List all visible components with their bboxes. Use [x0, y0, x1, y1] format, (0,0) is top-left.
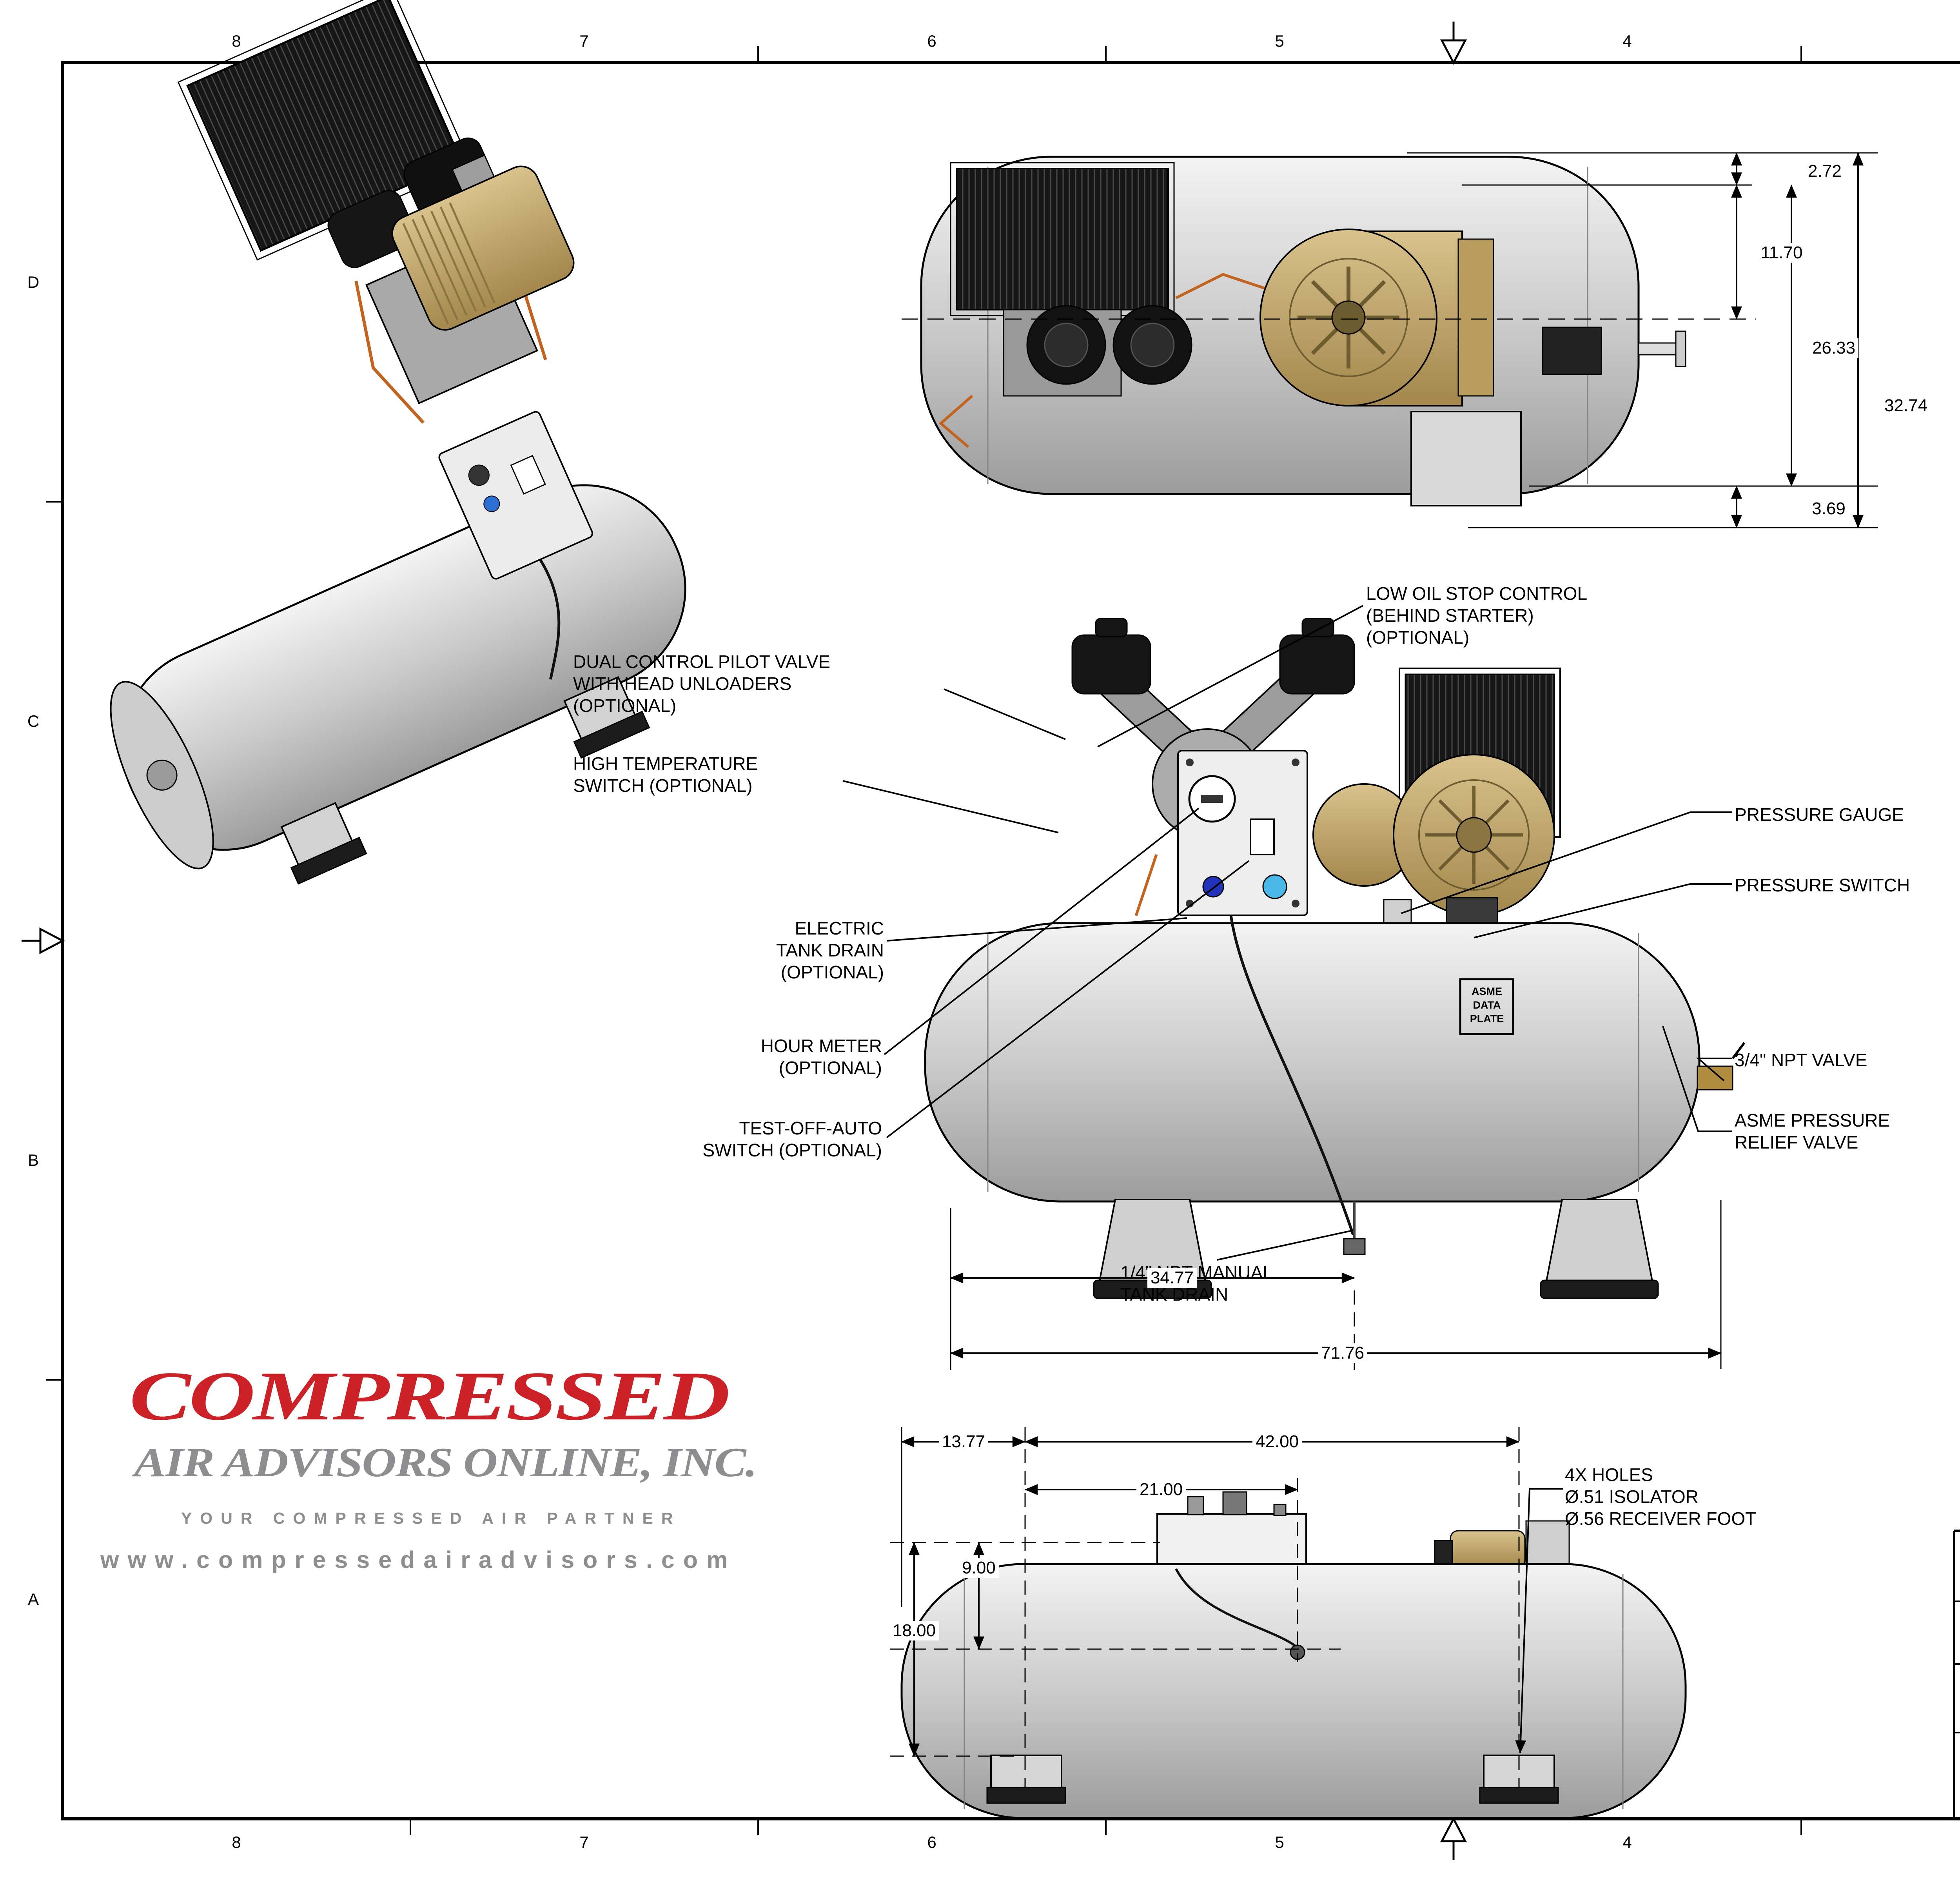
- logo-air-advisors: AIR ADVISORS ONLINE, INC.: [134, 1439, 757, 1485]
- callout-pressure-switch: PRESSURE SWITCH: [1735, 875, 1910, 895]
- callout-electric-tank-drain: ELECTRIC TANK DRAIN (OPTIONAL): [776, 918, 884, 983]
- dim-bottom-42-00: 42.00: [1252, 1432, 1302, 1452]
- zone-left-c: C: [27, 712, 40, 730]
- callout-dual-control-pilot-valve: DUAL CONTROL PILOT VALVE WITH HEAD UNLOA…: [573, 651, 831, 716]
- isometric-view-art: [110, 0, 686, 885]
- zone-left-a: A: [27, 1590, 39, 1608]
- zone-left-d: D: [27, 273, 40, 291]
- dim-front-71-76: 71.76: [1318, 1343, 1368, 1363]
- logo-tagline: YOUR COMPRESSED AIR PARTNER: [181, 1509, 681, 1527]
- callout-test-off-auto-switch: TEST-OFF-AUTO SWITCH (OPTIONAL): [702, 1118, 882, 1161]
- dim-bottom-13-77: 13.77: [938, 1432, 989, 1452]
- dim-top-26-33: 26.33: [1809, 338, 1859, 358]
- tb-unless-specified: UNLESS O​THERWISE SPECIFIED DIMENSIONS A…: [1954, 1606, 1960, 1639]
- callout-pressure-gauge: PRESSURE GAUGE: [1735, 804, 1904, 825]
- dim-bottom-18-00: 18.00: [889, 1621, 939, 1640]
- logo-compressed: COMPRESSED: [129, 1357, 730, 1435]
- callout-low-oil-stop-control: LOW OIL STOP CONTROL (BEHIND STARTER) (O…: [1366, 583, 1588, 648]
- dim-top-2-72: 2.72: [1805, 162, 1845, 181]
- top-view-art: [902, 152, 1878, 528]
- zone-top-8: 8: [232, 32, 241, 50]
- zone-bottom-6: 6: [927, 1833, 936, 1851]
- zone-top-4: 4: [1622, 32, 1632, 50]
- title-block-lines: [1953, 1530, 1960, 1819]
- dim-top-11-70: 11.70: [1757, 243, 1806, 263]
- zone-top-7: 7: [579, 32, 589, 50]
- zone-left-b: B: [27, 1151, 39, 1169]
- callout-npt-valve: 3/4" NPT VALVE: [1735, 1050, 1867, 1070]
- zone-bottom-5: 5: [1275, 1833, 1284, 1851]
- bottom-view-art: [890, 1427, 1687, 1819]
- zone-top-5: 5: [1275, 32, 1284, 50]
- asme-data-plate-tag: ASME DATA PLATE: [1470, 985, 1504, 1025]
- front-view-art: [842, 605, 1746, 1370]
- dim-bottom-9-00: 9.00: [959, 1558, 999, 1578]
- dim-top-32-74: 32.74: [1881, 396, 1931, 416]
- dim-front-34-77: 34.77: [1147, 1268, 1197, 1288]
- callout-high-temperature-switch: HIGH TEMPERATURE SWITCH (OPTIONAL): [573, 753, 758, 796]
- zone-bottom-7: 7: [579, 1833, 589, 1851]
- dim-bottom-21-00: 21.00: [1136, 1480, 1186, 1499]
- dim-top-3-69: 3.69: [1809, 499, 1849, 519]
- callout-isolator-holes: 4X HOLES Ø.51 ISOLATOR Ø.56 RECEIVER FOO…: [1565, 1464, 1757, 1529]
- center-arrows: [22, 22, 1467, 1860]
- zone-bottom-4: 4: [1622, 1833, 1632, 1851]
- zone-bottom-8: 8: [232, 1833, 241, 1851]
- callout-asme-relief-valve: ASME PRESSURE RELIEF VALVE: [1735, 1110, 1890, 1153]
- logo-url: www.compressedairadvisors.com: [100, 1546, 737, 1573]
- zone-top-6: 6: [927, 32, 936, 50]
- callout-hour-meter: HOUR METER (OPTIONAL): [760, 1036, 882, 1078]
